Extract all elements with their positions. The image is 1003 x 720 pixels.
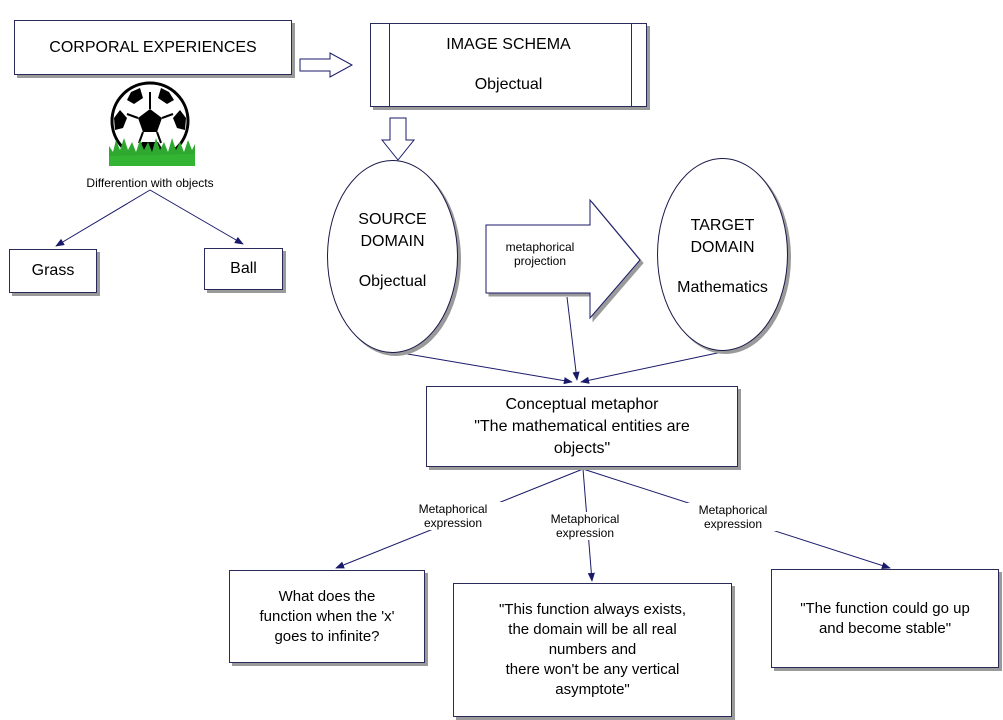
target-domain-line2: DOMAIN bbox=[690, 239, 755, 256]
image-schema-title: IMAGE SCHEMA bbox=[446, 36, 571, 53]
corporal-to-schema-arrow bbox=[299, 52, 354, 78]
expression-label-3: Metaphorical expression bbox=[678, 503, 788, 531]
projection-label-line2: projection bbox=[513, 254, 567, 268]
source-domain-line2: DOMAIN bbox=[360, 233, 425, 250]
corporal-experiences-box: CORPORAL EXPERIENCES bbox=[14, 20, 292, 75]
target-domain-line1: TARGET bbox=[690, 217, 755, 234]
expression-box-1: What does the function when the 'x' goes… bbox=[229, 570, 425, 663]
projection-label-line1: metaphorical bbox=[505, 240, 575, 254]
source-to-metaphor-line bbox=[395, 351, 573, 385]
differentiation-label: Differention with objects bbox=[86, 176, 214, 190]
expression-box-3: "The function could go up and become sta… bbox=[771, 569, 999, 668]
target-domain-line3: Mathematics bbox=[677, 279, 768, 296]
target-domain-ellipse: TARGET DOMAIN Mathematics bbox=[657, 158, 788, 351]
tree-line-grass bbox=[55, 189, 151, 247]
projection-to-metaphor-line bbox=[566, 296, 580, 381]
source-domain-line3: Objectual bbox=[358, 273, 427, 290]
ball-box: Ball bbox=[204, 248, 283, 290]
grass-box: Grass bbox=[9, 249, 97, 293]
expression-label-2: Metaphorical expression bbox=[530, 512, 640, 540]
image-schema-box: IMAGE SCHEMA Objectual bbox=[370, 23, 647, 107]
expression-label-1: Metaphorical expression bbox=[398, 502, 508, 530]
corporal-experiences-label: CORPORAL EXPERIENCES bbox=[49, 38, 257, 56]
conceptual-metaphor-box: Conceptual metaphor "The mathematical en… bbox=[426, 386, 738, 467]
image-schema-subtitle: Objectual bbox=[474, 76, 543, 93]
source-domain-ellipse: SOURCE DOMAIN Objectual bbox=[327, 160, 458, 353]
ball-label: Ball bbox=[230, 260, 257, 277]
schema-to-source-arrow bbox=[380, 117, 416, 161]
grass-label: Grass bbox=[31, 262, 75, 279]
conceptual-line3: objects" bbox=[553, 439, 611, 457]
projection-label: metaphorical projection bbox=[490, 240, 590, 268]
soccer-ball-on-grass-icon bbox=[109, 81, 195, 166]
tree-line-ball bbox=[149, 189, 244, 245]
conceptual-line1: Conceptual metaphor bbox=[505, 395, 659, 413]
source-domain-line1: SOURCE bbox=[358, 211, 427, 228]
conceptual-line2: "The mathematical entities are bbox=[474, 417, 690, 435]
target-to-metaphor-line bbox=[580, 351, 723, 384]
expression-box-2: "This function always exists, the domain… bbox=[453, 583, 732, 717]
projection-arrow-shape bbox=[485, 198, 641, 320]
